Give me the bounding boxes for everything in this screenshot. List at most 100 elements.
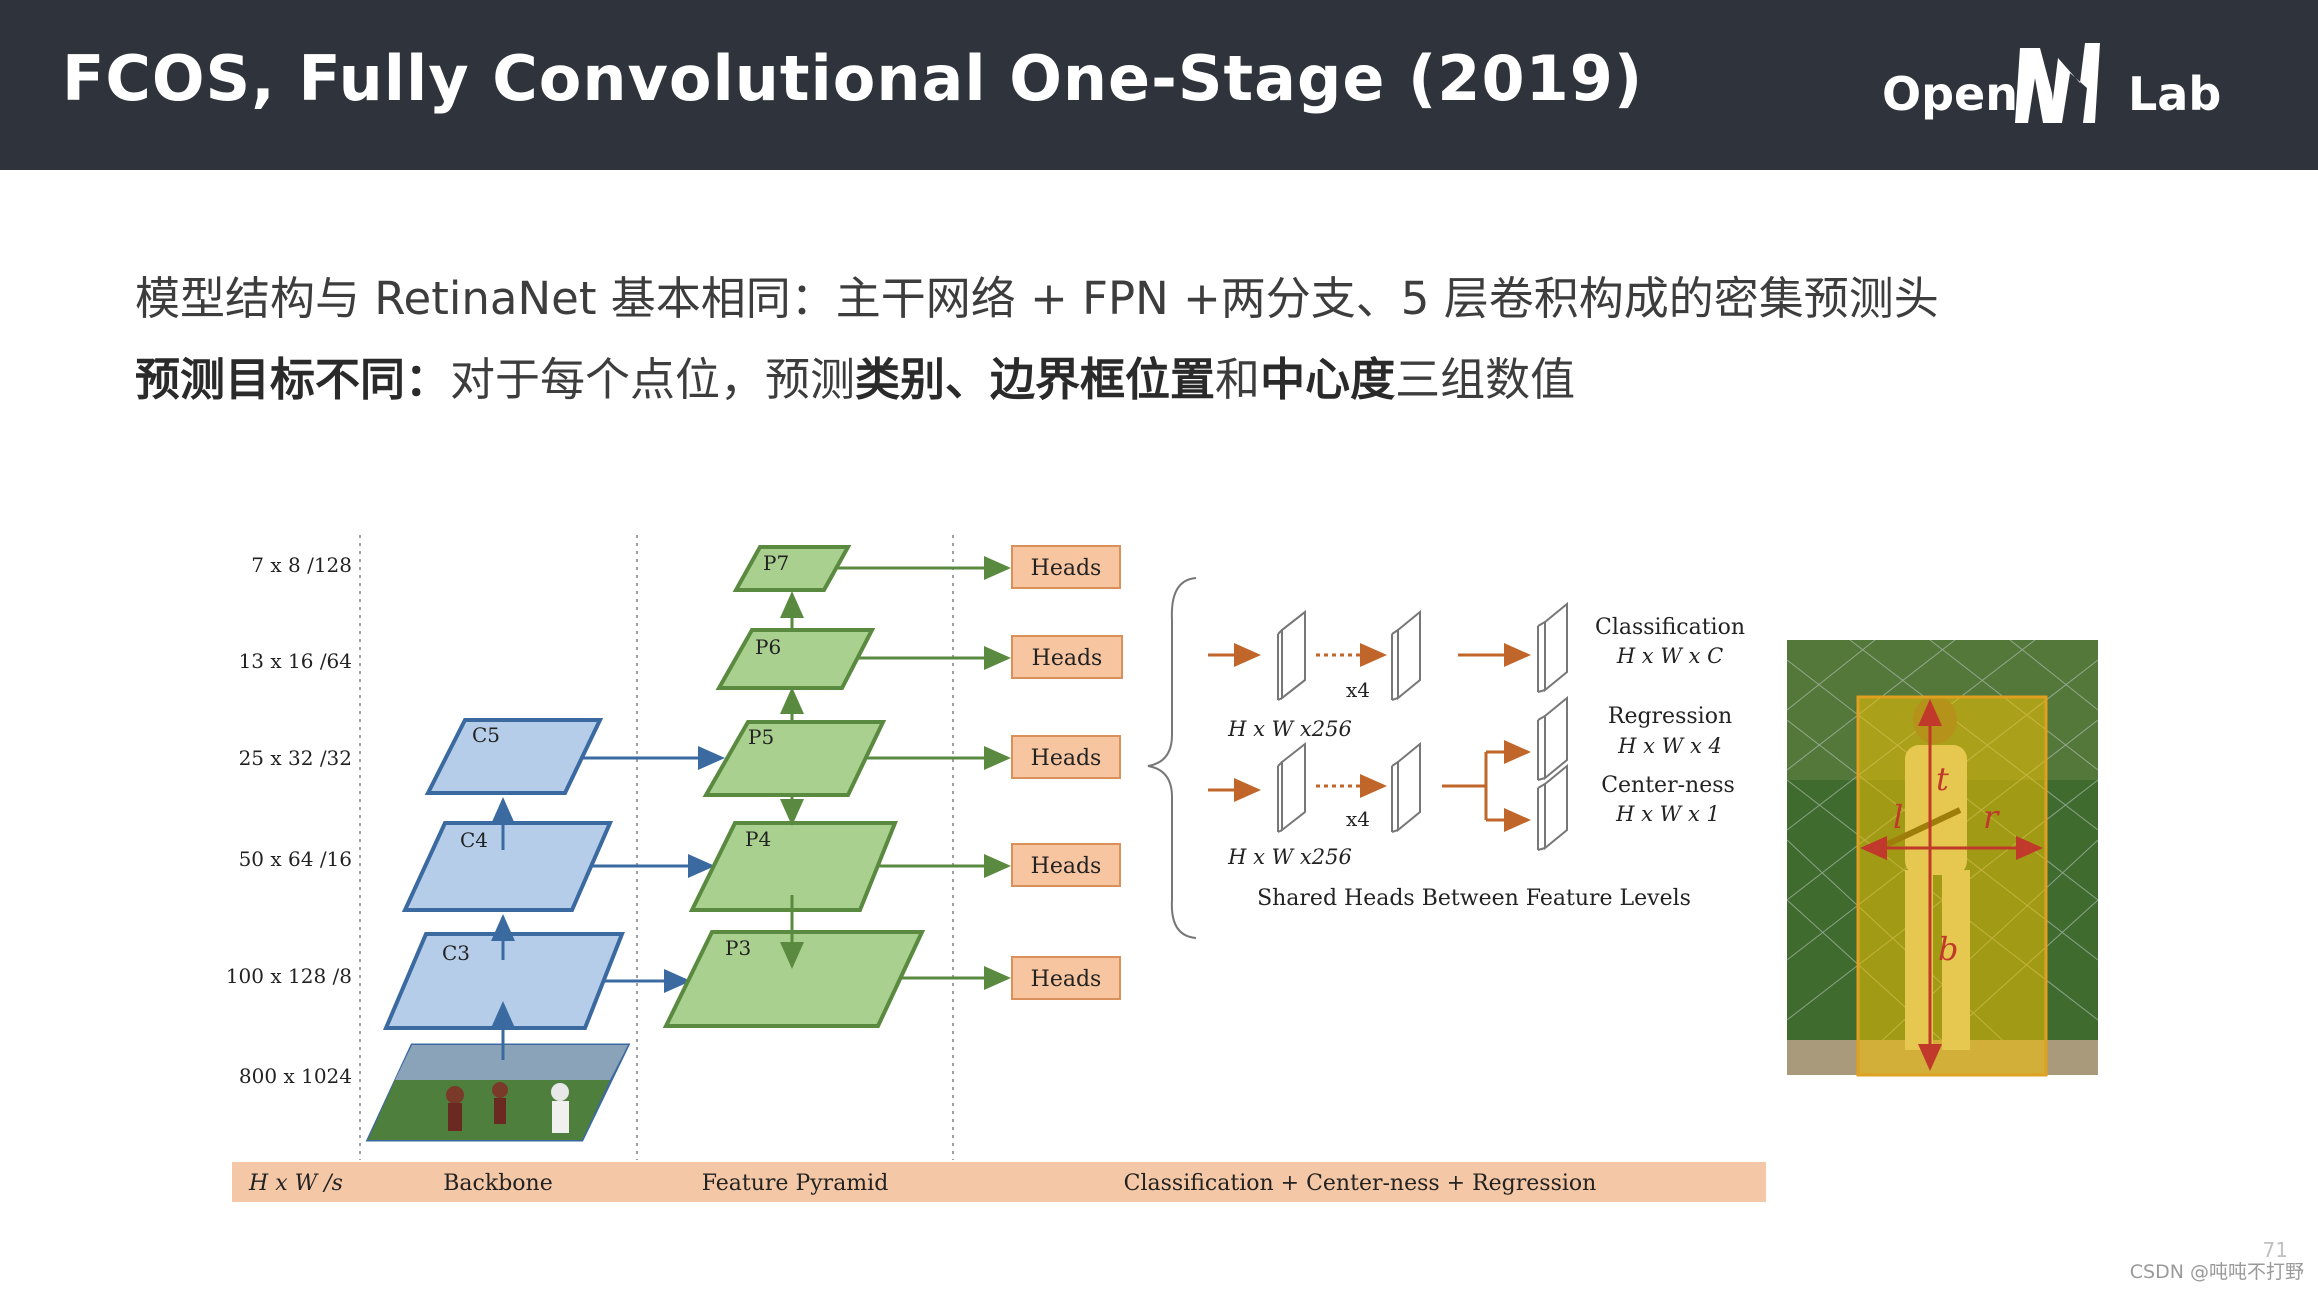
input-player-2-body [494,1098,506,1124]
logo-lab-text: Lab [2128,67,2221,121]
scale-label-p4: 50 x 64 /16 [239,847,352,871]
backbone-c5: C5 [424,718,604,795]
heads-box-p3 [1011,956,1121,1000]
backbone-c3-label: C3 [442,941,470,965]
page-number: 71 [2262,1238,2288,1262]
cls-tower-in-top [1277,629,1283,635]
ltrb-label-t: t [1936,760,1949,798]
classification-dims: H x W x C [1616,644,1723,668]
shared-heads-brace [1147,577,1197,939]
backbone-c4-label: C4 [460,828,488,852]
input-image-grass [368,1080,610,1140]
csdn-watermark: CSDN @吨吨不打野 [2129,1261,2304,1283]
heads-box-p4 [1011,843,1121,887]
cls-tower-in-outline [1281,609,1306,701]
centerness-dims: H x W x 1 [1615,802,1720,826]
backbone-c5-shape [424,718,604,795]
regression-dims: H x W x 4 [1617,734,1722,758]
classification-block-base [1537,689,1546,693]
pyramid-p3-shape [662,930,926,1028]
input-player-3 [551,1083,569,1101]
scale-label-p5: 25 x 32 /32 [239,746,352,770]
shared-heads-caption: Shared Heads Between Feature Levels [1257,886,1691,911]
line2-text-1: 对于每个点位，预测 [450,353,856,406]
regression-output-block [1537,695,1568,781]
line2-lead: 预测目标不同： [135,353,451,406]
line2-bold-1: 类别、边界框位置 [855,353,1216,406]
heads-box-p6 [1011,635,1123,679]
cls-tower-out-side [1397,609,1421,701]
scale-label-p6: 13 x 16 /64 [239,649,352,673]
heads-label-p6: Heads [1032,646,1103,671]
centerness-block-base [1537,847,1546,851]
pyramid-p5: P5 [702,720,887,797]
pyramid-p4-shape [688,821,898,912]
pyramid-p7-label: P7 [763,551,789,575]
backbone-c3: C3 [382,932,625,1030]
description-line-2: 预测目标不同：对于每个点位，预测类别、边界框位置和中心度三组数值 [135,343,1575,408]
ltrb-label-b: b [1938,930,1958,968]
cls-tower-in-base [1277,697,1283,701]
reg-x4-label: x4 [1346,807,1370,831]
pyramid-p3-label: P3 [725,936,751,960]
openmmlab-logo: Open Lab [1882,43,2221,123]
reg-tower-in-side [1281,741,1306,833]
reg-tower-in-base [1277,829,1283,833]
logo-open-text: Open [1882,67,2018,121]
cls-x4-label: x4 [1346,678,1370,702]
heads-label-p7: Heads [1031,556,1102,581]
pyramid-p6-shape [715,628,876,690]
cls-tower-out-base [1391,697,1399,701]
pyramid-p4: P4 [688,821,898,912]
cls-tower-out-top [1391,629,1399,635]
regression-block-base [1537,777,1546,781]
line2-text-3: 三组数值 [1395,353,1576,406]
footer-label-heads: Classification + Center-ness + Regressio… [1124,1171,1597,1196]
title-bar [0,0,2318,170]
classification-block-side [1544,601,1568,693]
pyramid-p7: P7 [732,545,852,592]
footer-label-hws: H x W /s [248,1171,343,1196]
centerness-block-top [1537,783,1546,789]
reg-tower-output [1391,741,1421,833]
reg-tower-input [1277,741,1306,833]
line2-bold-2: 中心度 [1260,353,1396,406]
classification-block-top [1537,621,1546,627]
input-player-1-body [448,1103,462,1131]
input-player-1 [446,1086,464,1104]
classification-label: Classification [1595,615,1745,640]
heads-label-p5: Heads [1031,746,1102,771]
description-line-1: 模型结构与 RetinaNet 基本相同：主干网络 + FPN +两分支、5 层… [135,272,1939,325]
backbone-c4: C4 [401,821,614,912]
cls-hw256-label: H x W x256 [1227,717,1352,741]
heads-label-p4: Heads [1031,854,1102,879]
centerness-label: Center-ness [1601,773,1735,798]
input-player-3-body [552,1101,569,1133]
heads-box-p7 [1011,545,1121,589]
pyramid-p4-label: P4 [745,827,771,851]
scale-label-p3: 100 x 128 /8 [226,964,352,988]
regression-block-top [1537,715,1546,721]
example-image: t l r b [1786,639,2099,1077]
backbone-c5-label: C5 [472,723,500,747]
slide-title: FCOS, Fully Convolutional One-Stage (201… [62,42,1644,115]
logo-m1-shape [2015,48,2055,123]
logo-m2-shape [2050,43,2100,123]
line2-text-2: 和 [1215,353,1261,406]
ltrb-label-l: l [1893,798,1903,836]
footer-label-backbone: Backbone [443,1171,552,1196]
example-bounding-box [1856,695,2048,1077]
regression-label: Regression [1608,704,1732,729]
cls-tower-in-side [1281,609,1306,701]
pyramid-p6-label: P6 [755,635,781,659]
diagram-footer-bar [232,1162,1766,1202]
backbone-c4-shape [401,821,614,912]
pyramid-p5-label: P5 [748,725,774,749]
centerness-block-side [1544,763,1568,851]
reg-hw256-label: H x W x256 [1227,845,1352,869]
input-image [365,1043,631,1142]
cls-tower-output [1391,609,1421,701]
cls-tower-input [1277,609,1306,701]
centerness-output-block [1537,763,1568,851]
